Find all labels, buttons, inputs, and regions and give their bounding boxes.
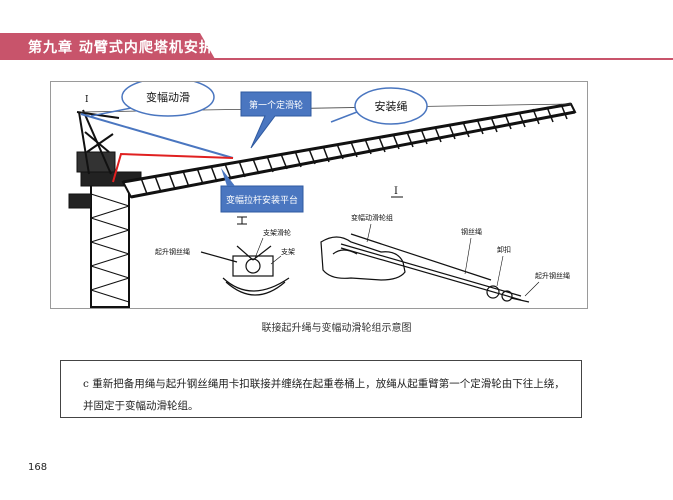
label-luffing-pulley-group: 变幅动滑轮组 <box>351 213 393 222</box>
instruction-note-text: c 重新把备用绳与起升钢丝绳用卡扣联接并缠绕在起重卷桶上，放绳从起重臂第一个定滑… <box>83 378 565 412</box>
crane-figure: 变幅动滑 第一个定滑轮 安装绳 变幅拉杆安装平台 I I 支架 <box>50 81 588 309</box>
callout-luffing-tie-platform-label: 变幅拉杆安装平台 <box>226 194 298 206</box>
instruction-note: c 重新把备用绳与起升钢丝绳用卡扣联接并缠绕在起重卷桶上，放绳从起重臂第一个定滑… <box>60 360 582 418</box>
callout-luffing-pulley <box>121 82 215 117</box>
label-wire-rope: 钢丝绳 <box>461 227 482 236</box>
crane-boom <box>80 102 577 199</box>
page-number: 168 <box>28 462 48 473</box>
chapter-header-rule <box>0 58 673 60</box>
callout-install-rope-label: 安装绳 <box>375 99 408 113</box>
figure-caption: 联接起升绳与变幅动滑轮组示意图 <box>261 323 412 334</box>
chapter-title: 第九章 动臂式内爬塔机安拆 <box>28 40 214 56</box>
detail-pulley-bracket <box>200 245 290 296</box>
callout-first-fixed-pulley <box>240 91 312 149</box>
red-rope <box>112 152 234 183</box>
crane-diagram: 变幅动滑 第一个定滑轮 安装绳 变幅拉杆安装平台 I I 支架 <box>68 82 577 308</box>
chapter-header-bar <box>0 33 215 59</box>
callout-luffing-pulley-label: 变幅动滑 <box>146 90 190 104</box>
callout-install-rope <box>354 87 428 125</box>
label-shackle: 卸扣 <box>497 245 511 254</box>
callout-first-fixed-pulley-label: 第一个定滑轮 <box>249 99 303 111</box>
label-hoist-rope-left: 起升钢丝绳 <box>155 247 190 256</box>
callout-luffing-tie-platform <box>220 185 304 213</box>
detail-pulley-group <box>320 233 530 303</box>
label-bracket: 支架 <box>281 247 295 256</box>
label-hoist-rope-right: 起升钢丝绳 <box>535 271 570 280</box>
crane-mast <box>68 151 142 308</box>
luffing-rope <box>80 113 234 159</box>
marker-I-detail: I <box>394 186 398 197</box>
label-support-pulley: 支架滑轮 <box>263 228 291 237</box>
marker-I-small: I <box>85 95 89 105</box>
